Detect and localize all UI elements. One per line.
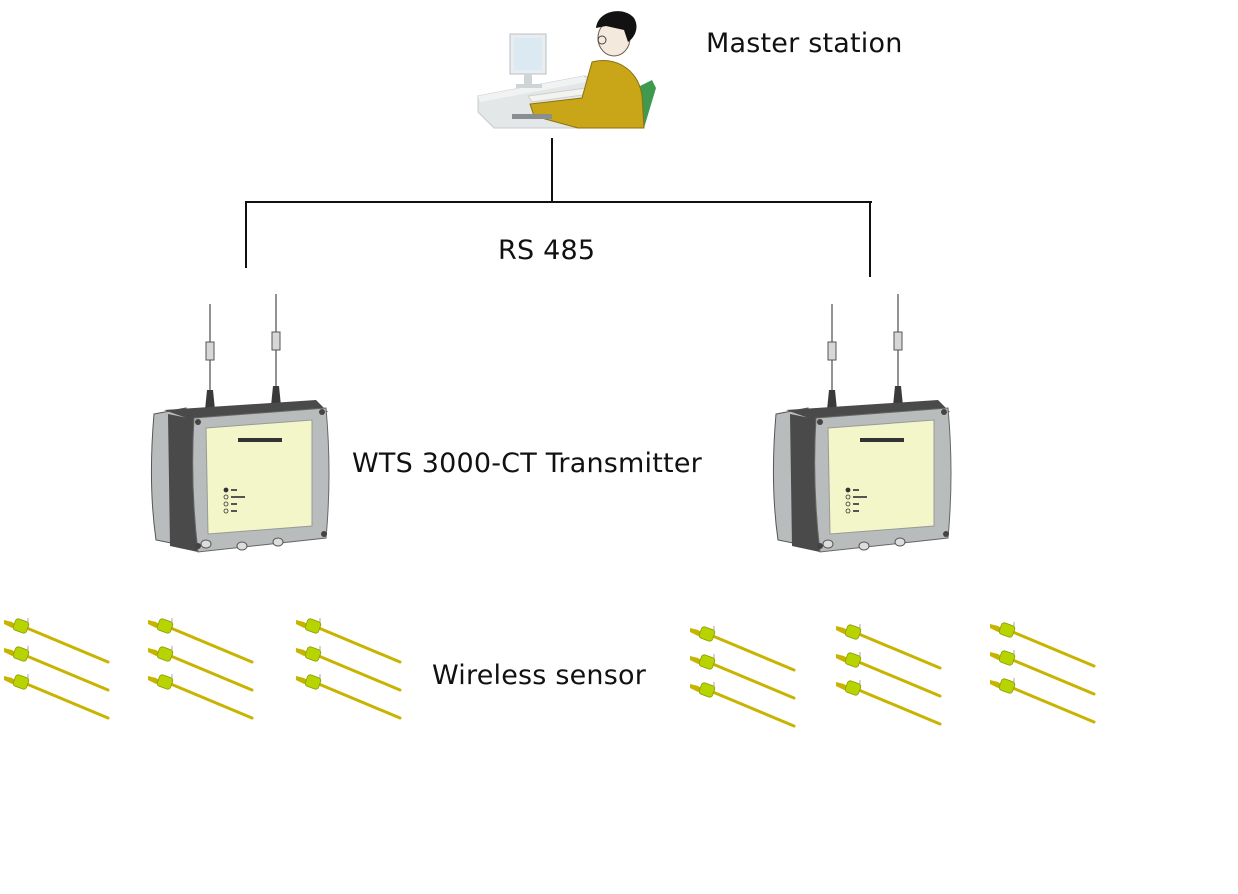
rs485-label: RS 485: [498, 235, 596, 266]
antenna-icon: [820, 304, 844, 417]
bus-to-left-transmitter-line: [245, 201, 247, 268]
screw-icon: [941, 409, 947, 415]
wireless-sensor-icon: [990, 678, 1096, 724]
cable-gland-icon: [200, 539, 212, 549]
wireless-sensor-icon: [148, 618, 254, 664]
indicator-led-icon: [845, 508, 851, 514]
wireless-sensor-icon: [4, 674, 110, 720]
screw-icon: [195, 419, 201, 425]
indicator-led-icon: [845, 501, 851, 507]
screw-icon: [817, 543, 823, 549]
master-to-bus-line: [551, 138, 553, 202]
antenna-icon: [264, 294, 288, 413]
panel-title: [860, 438, 904, 442]
wireless-sensor-icon: [690, 626, 796, 672]
antenna-icon: [886, 294, 910, 413]
wireless-sensor-icon: [4, 618, 110, 664]
cable-gland-icon: [236, 541, 248, 551]
master-station-label: Master station: [706, 28, 903, 59]
cable-gland-icon: [858, 541, 870, 551]
sensor-group-1: [4, 618, 110, 720]
transmitter-label: WTS 3000-CT Transmitter: [352, 448, 702, 479]
screw-icon: [943, 531, 949, 537]
indicator-led-icon: [223, 494, 229, 500]
wireless-sensor-icon: [836, 652, 942, 698]
rs485-bus-line: [245, 201, 872, 203]
front-panel: [827, 419, 935, 535]
indicator-led-icon: [223, 508, 229, 514]
wireless-sensor-icon: [296, 674, 402, 720]
cable-gland-icon: [272, 537, 284, 547]
sensor-group-5: [836, 624, 942, 726]
wireless-sensor-icon: [690, 682, 796, 728]
wireless-sensor-icon: [296, 646, 402, 692]
indicator-led-icon: [845, 487, 851, 493]
transmitter-left: [150, 294, 330, 553]
sensor-group-3: [296, 618, 402, 720]
screw-icon: [195, 543, 201, 549]
wireless-sensor-icon: [690, 654, 796, 700]
panel-title: [238, 438, 282, 442]
enclosure-top: [164, 400, 328, 422]
front-panel: [205, 419, 313, 535]
sensor-group-6: [990, 622, 1096, 724]
wireless-sensor-icon: [836, 624, 942, 670]
wireless-sensor-icon: [990, 622, 1096, 668]
wireless-sensor-icon: [296, 618, 402, 664]
sensor-group-4: [690, 626, 796, 728]
wireless-sensor-icon: [990, 650, 1096, 696]
enclosure-top: [786, 400, 950, 422]
indicator-led-icon: [223, 487, 229, 493]
indicator-led-icon: [223, 501, 229, 507]
operator-at-workstation-icon: [474, 4, 670, 130]
cable-gland-icon: [894, 537, 906, 547]
screw-icon: [319, 409, 325, 415]
cable-gland-icon: [822, 539, 834, 549]
wireless-sensor-icon: [148, 674, 254, 720]
screw-icon: [817, 419, 823, 425]
screw-icon: [321, 531, 327, 537]
transmitter-right: [772, 294, 952, 553]
antenna-icon: [198, 304, 222, 417]
wireless-sensor-icon: [4, 646, 110, 692]
wireless-sensor-label: Wireless sensor: [432, 660, 647, 691]
bus-to-right-transmitter-line: [869, 201, 871, 277]
wireless-sensor-icon: [148, 646, 254, 692]
wireless-sensor-icon: [836, 680, 942, 726]
indicator-led-icon: [845, 494, 851, 500]
sensor-group-2: [148, 618, 254, 720]
